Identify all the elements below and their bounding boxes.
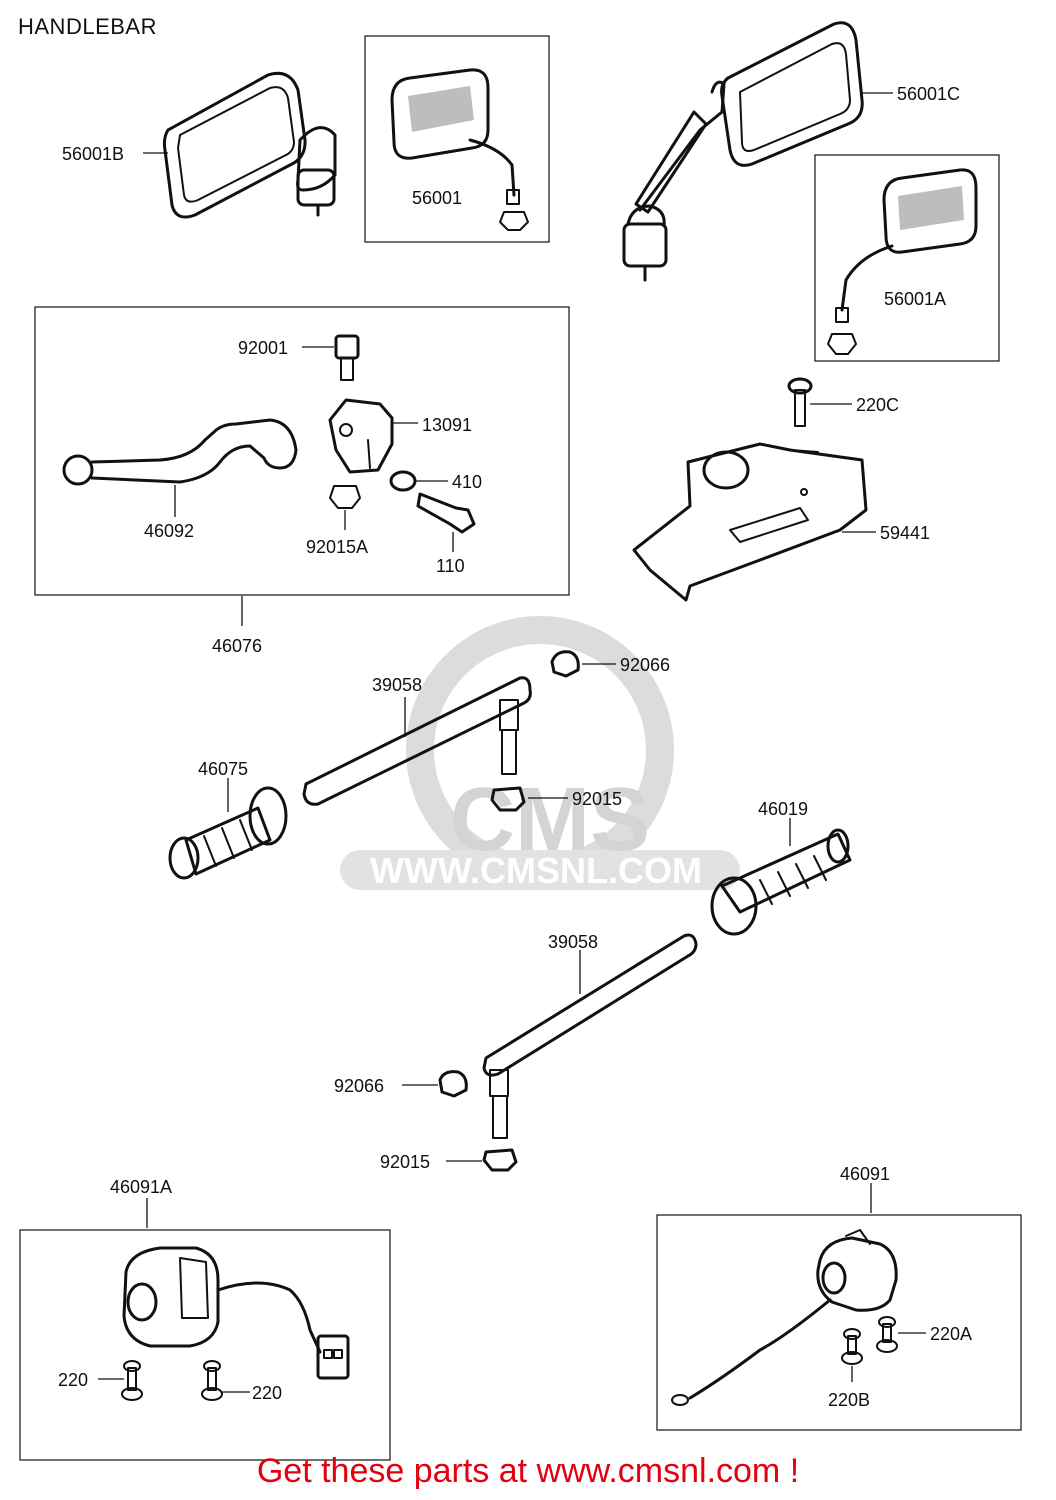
mirror-56001B[interactable] bbox=[162, 71, 337, 219]
screw-220-left[interactable] bbox=[121, 1360, 143, 1401]
bolt-110[interactable] bbox=[416, 492, 476, 534]
grip-46075[interactable] bbox=[168, 786, 288, 880]
frame-56001 bbox=[364, 35, 550, 243]
frame-46091 bbox=[656, 1214, 1022, 1431]
label-13091: 13091 bbox=[422, 415, 472, 435]
label-92066-upper: 92066 bbox=[620, 655, 670, 675]
label-46091A: 46091A bbox=[110, 1177, 172, 1197]
switch-46091[interactable] bbox=[671, 1229, 898, 1406]
mirror-56001[interactable] bbox=[390, 68, 529, 231]
switch-46091A[interactable] bbox=[122, 1246, 350, 1380]
lever-46092[interactable] bbox=[62, 418, 298, 486]
screw-220A[interactable] bbox=[876, 1316, 898, 1353]
cap-92066-lower[interactable] bbox=[438, 1070, 468, 1098]
label-56001A: 56001A bbox=[884, 289, 946, 309]
cap-92066-upper[interactable] bbox=[550, 650, 580, 678]
label-46075: 46075 bbox=[198, 759, 248, 779]
mirror-56001C[interactable] bbox=[622, 21, 864, 282]
label-92015-lower: 92015 bbox=[380, 1152, 430, 1172]
label-92001: 92001 bbox=[238, 338, 288, 358]
label-46091: 46091 bbox=[840, 1164, 890, 1184]
label-220A: 220A bbox=[930, 1324, 972, 1344]
label-220B: 220B bbox=[828, 1390, 870, 1410]
watermark-url: WWW.CMSNL.COM bbox=[370, 850, 702, 891]
screw-220-right[interactable] bbox=[201, 1360, 223, 1401]
label-220-right: 220 bbox=[252, 1383, 282, 1403]
screw-220B[interactable] bbox=[841, 1328, 863, 1365]
label-59441: 59441 bbox=[880, 523, 930, 543]
frame-46076 bbox=[34, 306, 570, 596]
label-92015-upper: 92015 bbox=[572, 789, 622, 809]
label-46092: 46092 bbox=[144, 521, 194, 541]
watermark-brand: CMS bbox=[450, 770, 650, 870]
cover-59441[interactable] bbox=[632, 442, 868, 602]
grip-46019[interactable] bbox=[710, 828, 852, 936]
bolt-92001[interactable] bbox=[334, 334, 360, 381]
frame-46091A bbox=[19, 1229, 391, 1461]
page-title: HANDLEBAR bbox=[18, 14, 157, 39]
screw-220C[interactable] bbox=[787, 377, 813, 427]
nut-92015A[interactable] bbox=[329, 485, 361, 509]
label-92066-lower: 92066 bbox=[334, 1076, 384, 1096]
label-46076: 46076 bbox=[212, 636, 262, 656]
frame-56001A bbox=[814, 154, 1000, 362]
label-110: 110 bbox=[436, 556, 465, 576]
footer-banner[interactable]: Get these parts at www.cmsnl.com ! bbox=[256, 1452, 800, 1490]
holder-13091[interactable] bbox=[328, 398, 394, 474]
cms-watermark: CMS WWW.CMSNL.COM bbox=[340, 616, 740, 891]
mirror-56001A[interactable] bbox=[827, 168, 978, 355]
nut-92015-upper[interactable] bbox=[490, 786, 526, 812]
label-220C: 220C bbox=[856, 395, 899, 415]
label-410: 410 bbox=[452, 472, 482, 492]
label-56001: 56001 bbox=[412, 188, 462, 208]
washer-410[interactable] bbox=[389, 470, 417, 492]
label-220-left: 220 bbox=[58, 1370, 88, 1390]
handlebar-39058-lower[interactable] bbox=[482, 933, 698, 1139]
label-46019: 46019 bbox=[758, 799, 808, 819]
label-56001C: 56001C bbox=[897, 84, 960, 104]
label-56001B: 56001B bbox=[62, 144, 124, 164]
label-92015A: 92015A bbox=[306, 537, 368, 557]
label-39058-upper: 39058 bbox=[372, 675, 422, 695]
nut-92015-lower[interactable] bbox=[482, 1148, 518, 1172]
label-39058-lower: 39058 bbox=[548, 932, 598, 952]
handlebar-39058-upper[interactable] bbox=[302, 676, 532, 806]
